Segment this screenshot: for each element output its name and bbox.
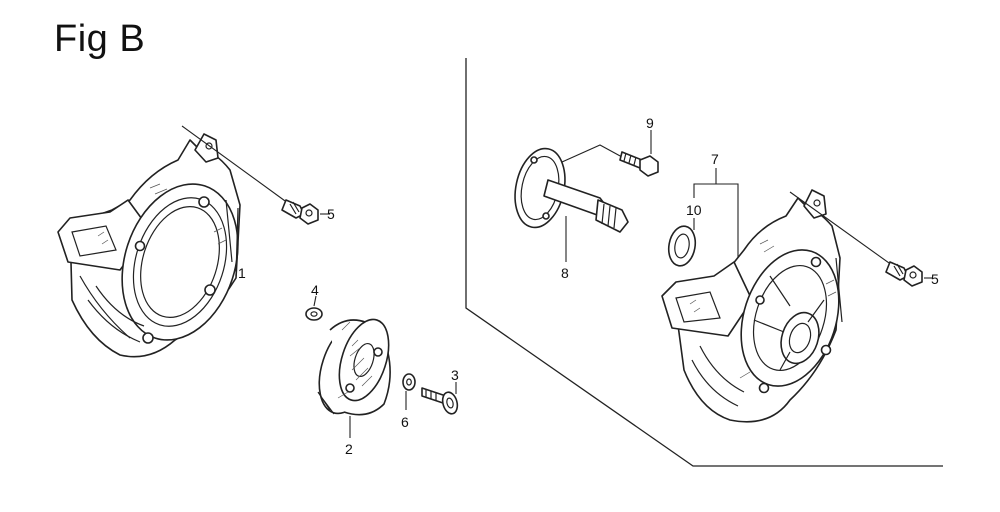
bolt-5-left — [181, 125, 330, 225]
bolt-9 — [619, 130, 659, 177]
callout-1: 1 — [238, 265, 246, 281]
callout-7: 7 — [711, 151, 719, 167]
callout-4: 4 — [311, 282, 319, 298]
clutch-cover-left — [57, 133, 241, 358]
callout-9: 9 — [646, 115, 654, 131]
callout-5-left: 5 — [327, 206, 335, 222]
gear-case-right — [661, 189, 843, 423]
callout-10: 10 — [686, 202, 702, 218]
bearing-10 — [667, 218, 697, 267]
callout-3: 3 — [451, 367, 459, 383]
bolt-3 — [421, 382, 459, 415]
callout-6: 6 — [401, 414, 409, 430]
bracket-7 — [693, 168, 739, 270]
callout-5-right: 5 — [931, 271, 939, 287]
assembly-frame — [465, 58, 943, 467]
bolt-5-right — [789, 191, 932, 287]
washer-4 — [305, 295, 323, 321]
callout-8: 8 — [561, 265, 569, 281]
figure-title: Fig B — [54, 18, 146, 60]
callout-2: 2 — [345, 441, 353, 457]
clutch-assembly-2 — [317, 318, 391, 438]
shaft-8 — [514, 144, 629, 262]
washer-6 — [402, 373, 416, 410]
